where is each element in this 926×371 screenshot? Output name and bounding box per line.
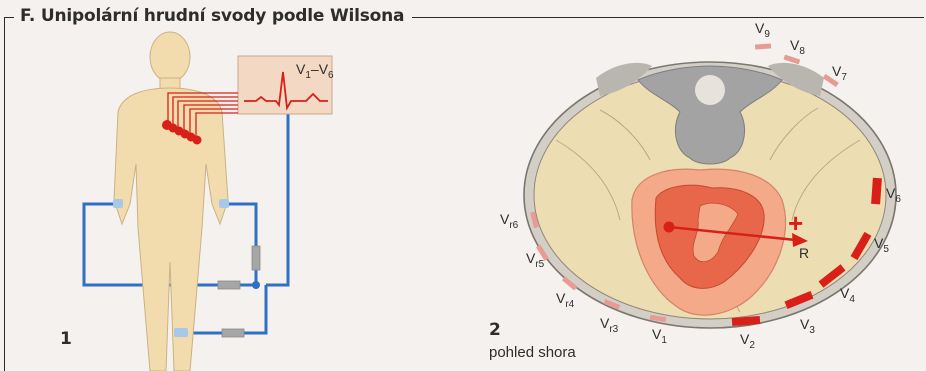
panel-2-number: 2 <box>489 320 501 340</box>
lead-label: V3 <box>800 316 815 336</box>
lead-label: V1 <box>652 326 667 346</box>
lead-label: V2 <box>740 331 755 351</box>
lead-label: V4 <box>840 285 855 305</box>
panel-1-number: 1 <box>60 329 72 349</box>
head <box>150 32 190 82</box>
wire-to-ecg <box>266 113 288 285</box>
ecg-box: V1–V6 <box>238 56 334 114</box>
electrode-v6 <box>193 136 202 145</box>
electrode-pad-v8 <box>783 55 800 65</box>
electrode-right-wrist <box>219 199 229 208</box>
panel-2-caption: pohled shora <box>489 344 576 361</box>
lead-label: V9 <box>755 20 770 40</box>
plus-sign: + <box>788 208 803 238</box>
resistor-leg <box>222 329 244 337</box>
vector-label-r: R <box>799 245 809 261</box>
electrode-ankle <box>174 328 188 337</box>
resistors <box>218 246 260 337</box>
resistor-left <box>218 281 240 289</box>
ecg-label-sub2: 6 <box>328 70 334 81</box>
resistor-right <box>252 246 260 270</box>
panel-1: V1–V6 <box>60 32 334 371</box>
human-body <box>114 32 228 371</box>
vector-origin <box>664 222 675 233</box>
electrode-left-wrist <box>113 199 123 208</box>
electrode-pad-v6 <box>871 178 882 205</box>
lead-label: Vr4 <box>556 290 575 310</box>
ecg-label-dash: –V <box>311 61 329 77</box>
wire-right-arm-loop <box>224 204 256 285</box>
wilson-junction <box>252 281 260 289</box>
lead-label: Vr3 <box>600 315 619 335</box>
lead-label: V8 <box>790 37 805 57</box>
spinal-canal <box>695 75 725 105</box>
panel-2: + R V9 V8 V7 V6 V5 <box>489 20 901 361</box>
electrode-pad-v9 <box>755 43 771 49</box>
lead-label: Vr6 <box>500 211 519 231</box>
